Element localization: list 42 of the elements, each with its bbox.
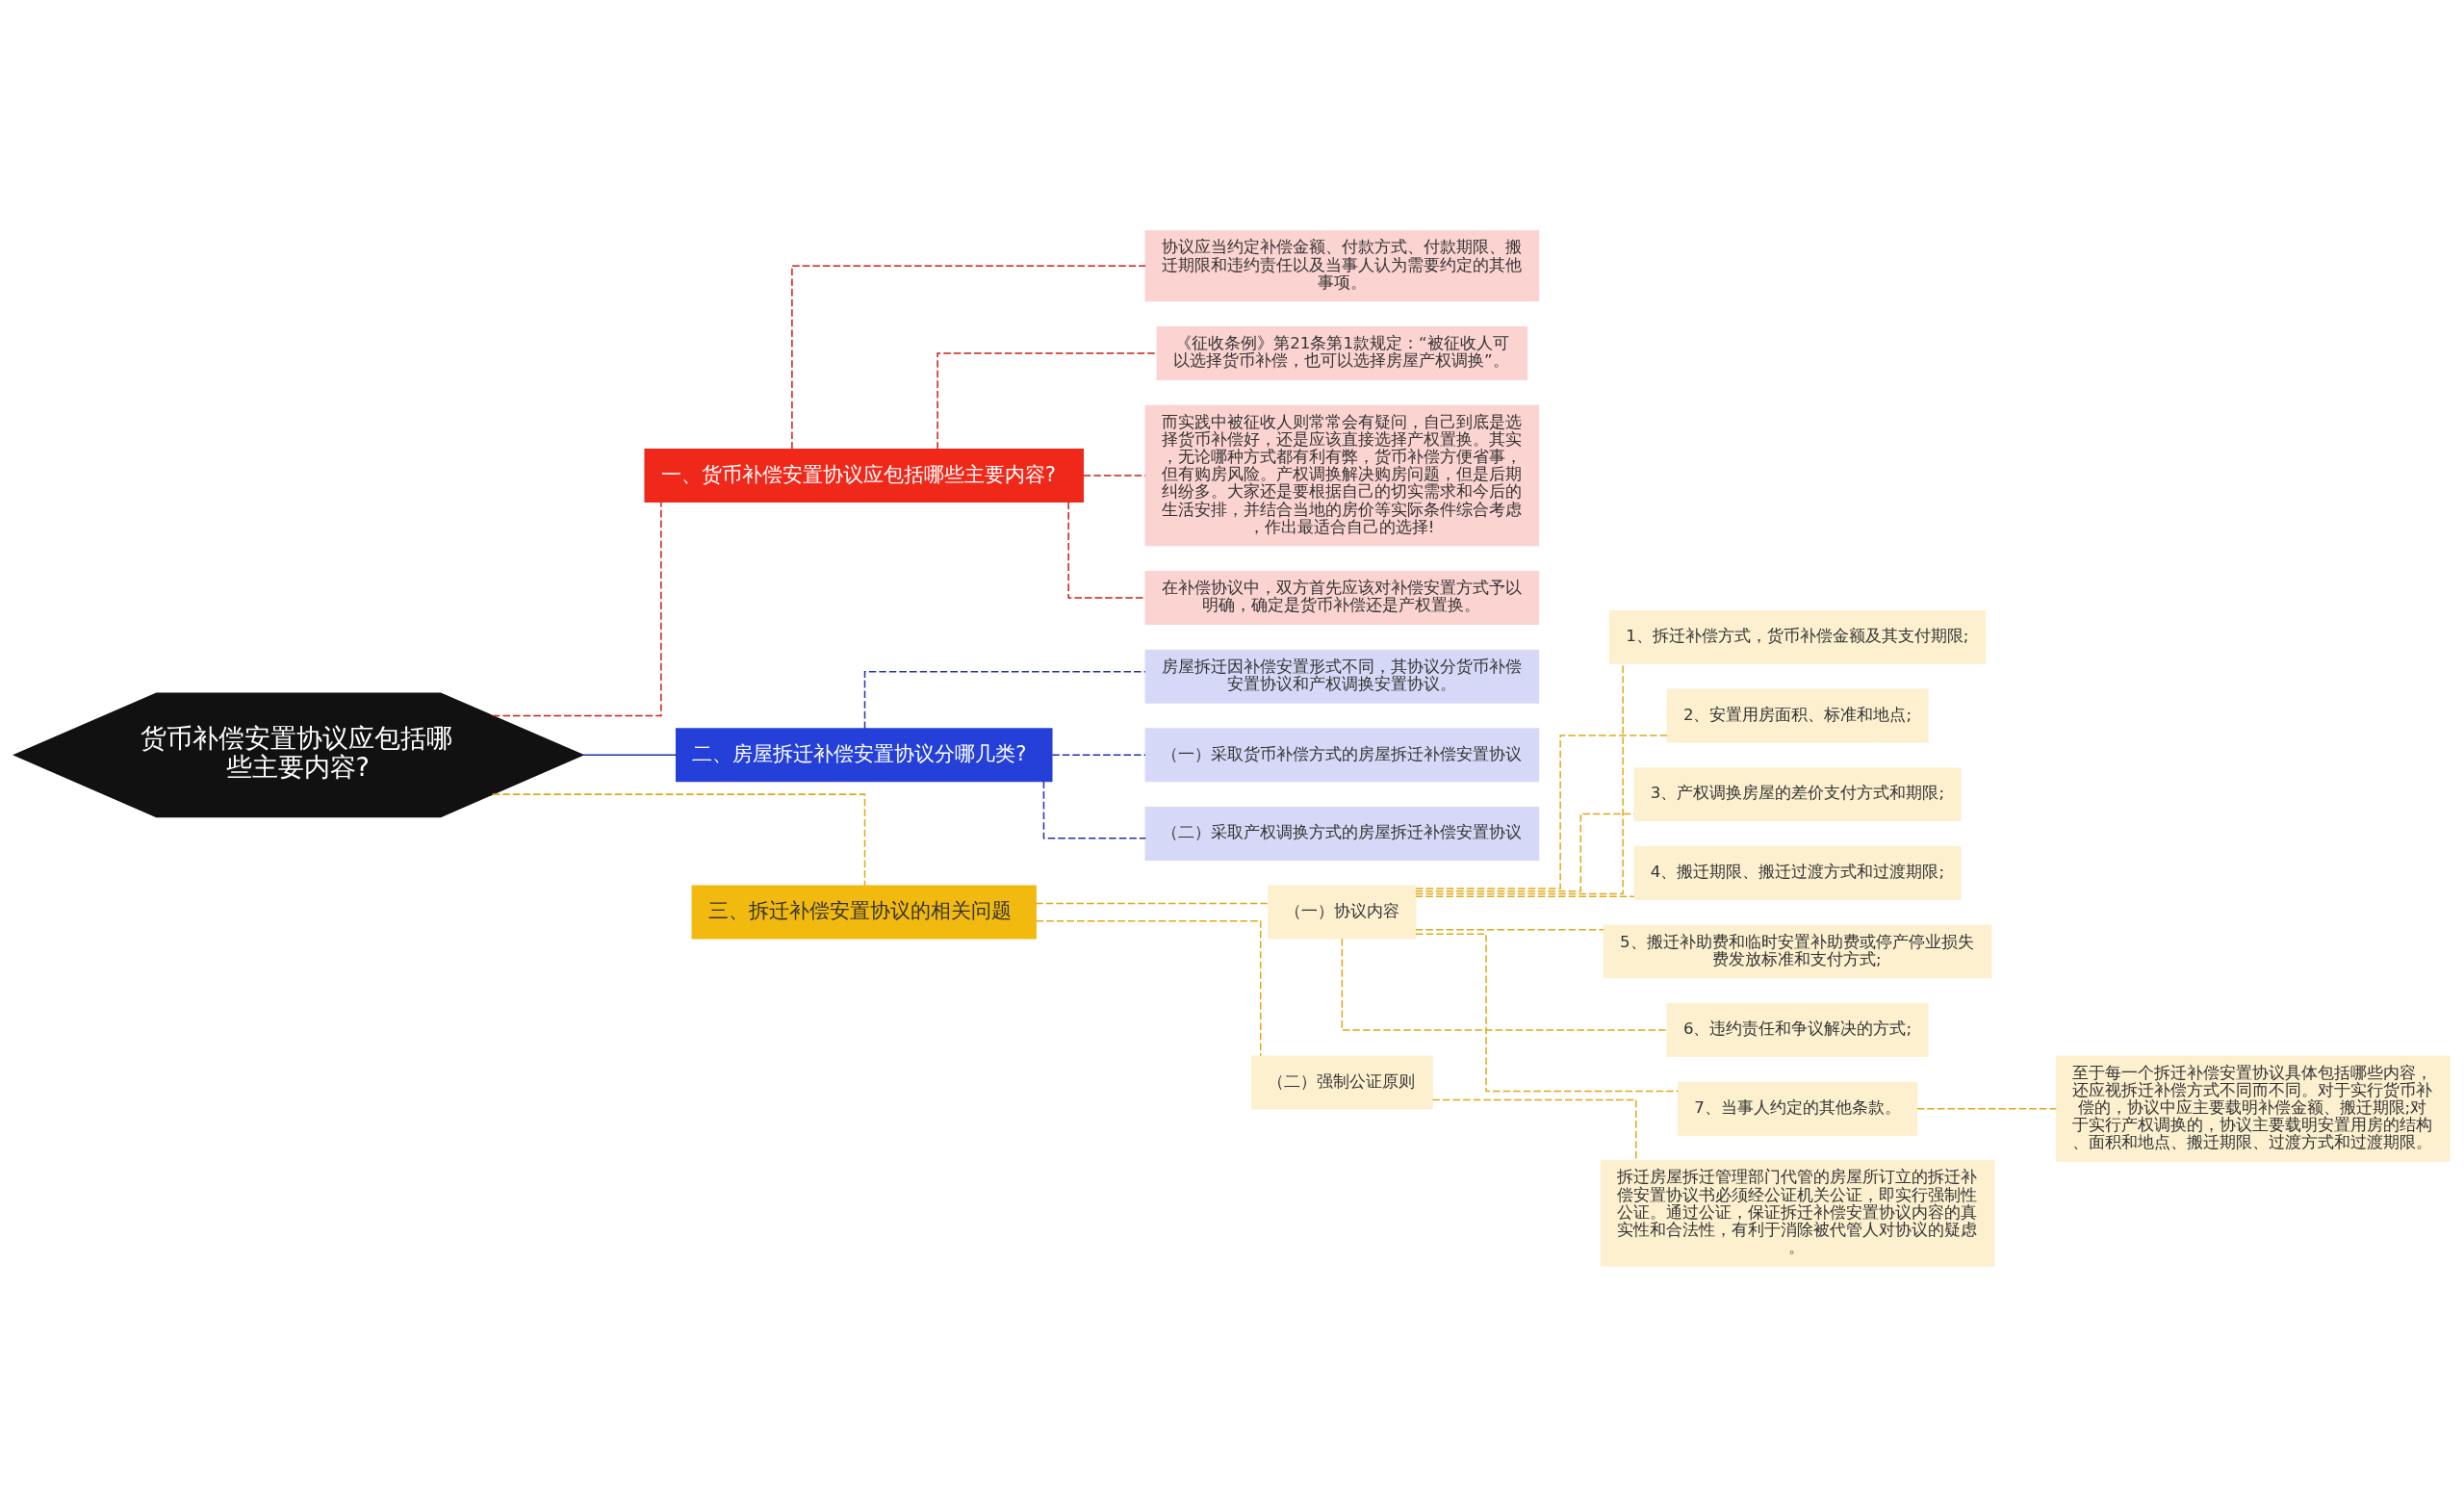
connector [492, 792, 866, 887]
node-box: 协议应当约定补偿金额、付款方式、付款期限、搬迁期限和违约责任以及当事人认为需要约定的其他事项。 [1144, 229, 1540, 301]
node-box: 一、货币补偿安置协议应包括哪些主要内容? [644, 448, 1084, 503]
node-box: 2、安置用房面积、标准和地点; [1666, 688, 1929, 742]
node-box: 1、拆迁补偿方式，货币补偿金额及其支付期限; [1608, 609, 1987, 664]
connector [1415, 734, 1668, 890]
node-box: 房屋拆迁因补偿安置形式不同，其协议分货币补偿安置协议和产权调换安置协议。 [1144, 649, 1540, 704]
node-box: 《征收条例》第21条第1款规定：“被征收人可以选择货币补偿，也可以选择房屋产权调换”。 [1156, 325, 1528, 380]
node-box: 3、产权调换房屋的差价支付方式和期限; [1633, 766, 1962, 821]
node-box: （一）采取货币补偿方式的房屋拆迁补偿安置协议 [1144, 727, 1540, 782]
node-box: 5、搬迁补助费和临时安置补助费或停产停业损失费发放标准和支付方式; [1603, 923, 1992, 978]
node-box: （二）采取产权调换方式的房屋拆迁补偿安置协议 [1144, 806, 1540, 861]
connector [1042, 780, 1146, 839]
node-box: 4、搬迁期限、搬迁过渡方式和过渡期限; [1633, 845, 1962, 900]
connector [1431, 1098, 1637, 1161]
connector [1415, 662, 1624, 894]
node-box: 二、房屋拆迁补偿安置协议分哪几类? [675, 727, 1053, 782]
connector [1035, 919, 1262, 1056]
connector [1916, 1107, 2058, 1109]
node-box: 6、违约责任和争议解决的方式; [1666, 1002, 1929, 1057]
node-box: 三、拆迁补偿安置协议的相关问题 [691, 885, 1037, 940]
node-box: 7、当事人约定的其他条款。 [1677, 1081, 1918, 1136]
node-box: （二）强制公证原则 [1250, 1055, 1433, 1109]
node-box: 至于每一个拆迁补偿安置协议具体包括哪些内容，还应视拆迁补偿方式不同而不同。对于实行货币补偿的，协议中应主要载明补偿金额、搬迁期限;对于实行产权调换的，协议主要载明安置用房的结构、面积和地点、搬迁期限、过渡方式和过渡期限。 [2055, 1055, 2451, 1162]
connector [863, 670, 1146, 730]
connector [1051, 754, 1146, 756]
connector [581, 754, 678, 756]
connector [1415, 928, 1604, 930]
connector [1082, 474, 1146, 477]
connector [937, 351, 1158, 450]
connector [1035, 902, 1270, 904]
node-box: 在补偿协议中，双方首先应该对补偿安置方式予以明确，确定是货币补偿还是产权置换。 [1144, 570, 1540, 625]
connector [491, 501, 662, 716]
connector [1415, 895, 1635, 897]
connector [1341, 938, 1668, 1031]
connector [791, 265, 1146, 450]
node-box: 而实践中被征收人则常常会有疑问，自己到底是选择货币补偿好，还是应该直接选择产权置换。其实，无论哪种方式都有利有弊，货币补偿方便省事，但有购房风险。产权调换解决购房问题，但是后期纠纷多。大家还是要根据自己的切实需求和今后的生活安排，并结合当地的房价等实际条件综合考虑，作出最适合自己的选择! [1144, 404, 1540, 546]
connector [1067, 501, 1146, 599]
node-box: （一）协议内容 [1268, 885, 1417, 940]
node-box: 拆迁房屋拆迁管理部门代管的房屋所订立的拆迁补偿安置协议书必须经公证机关公证，即实行强制性公证。通过公证，保证拆迁补偿安置协议内容的真实性和合法性，有利于消除被代管人对协议的疑虑。 [1600, 1159, 1995, 1267]
connector [1415, 933, 1680, 1092]
connector [1415, 812, 1635, 892]
